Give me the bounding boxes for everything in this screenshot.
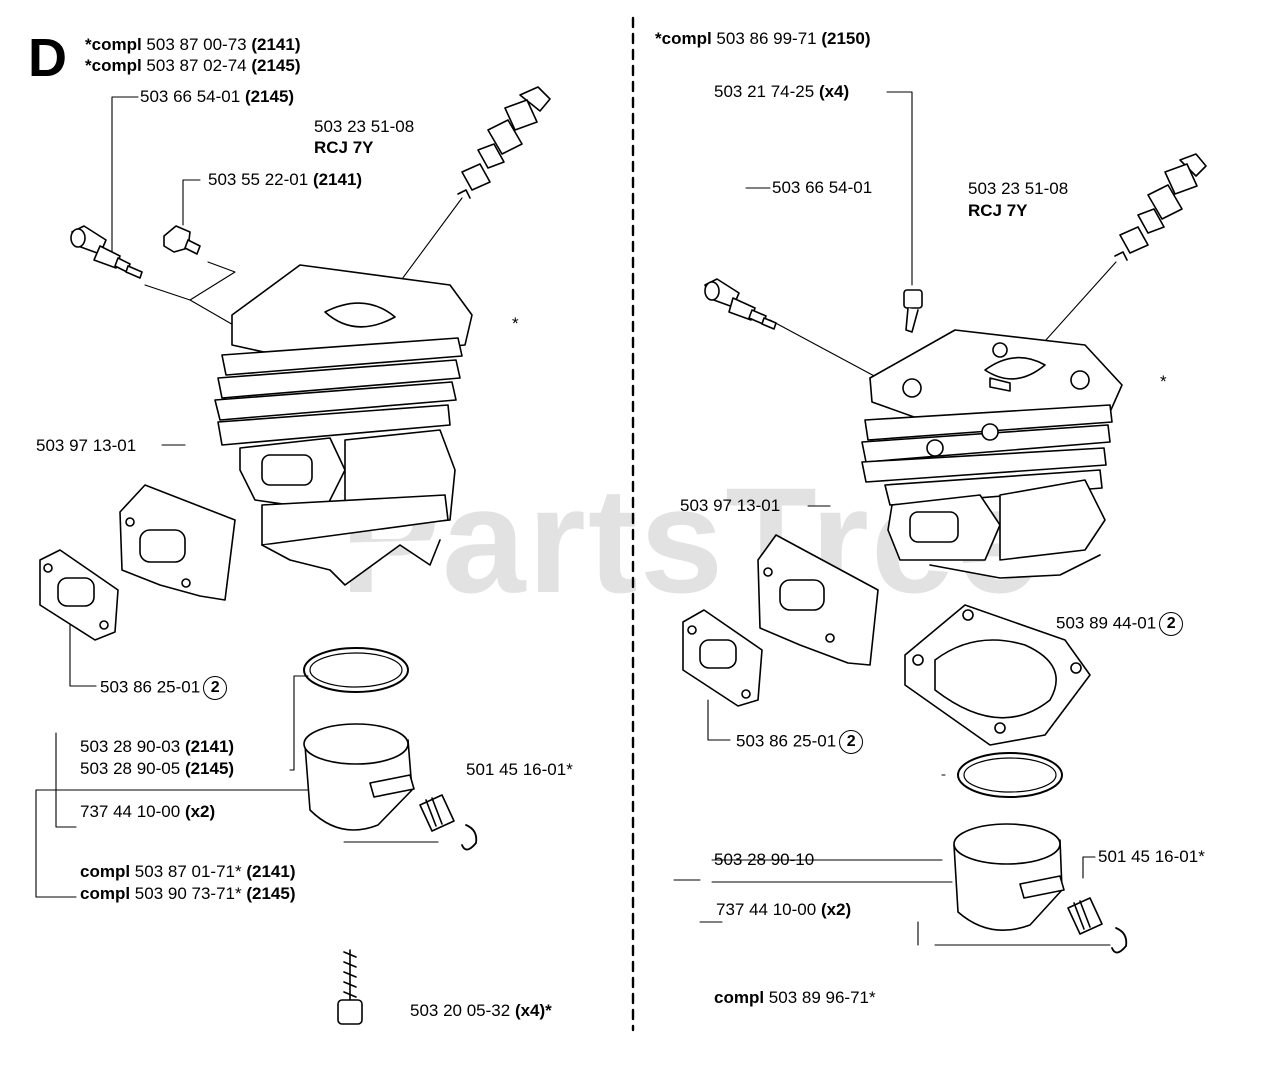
decomp-valve-left — [70, 225, 143, 279]
exhaust-gasket-right — [757, 534, 879, 666]
right-leader-lines — [673, 91, 1117, 946]
small-gasket-left — [39, 549, 119, 641]
right-kit-label: compl 503 89 96-71* — [714, 988, 876, 1007]
right-spark-plug-label: 503 23 51-08 — [968, 179, 1069, 198]
left-piston-label-2: 503 28 90-05 (2145) — [80, 759, 235, 778]
circlip-left — [461, 824, 478, 851]
left-gasket-qty-badge: 2 — [203, 676, 228, 700]
right-spark-plug-type: RCJ 7Y — [968, 201, 1028, 220]
bearing-left — [419, 794, 455, 832]
left-screw-label: 503 20 05-32 (x4)* — [410, 1001, 552, 1020]
right-decomp-valve-label: 503 66 54-01 — [772, 178, 873, 197]
piston-ring-right — [957, 752, 1063, 798]
left-decomp-valve-label: 503 66 54-01 (2145) — [140, 87, 295, 106]
right-base-gasket-qty-badge: 2 — [1159, 612, 1184, 636]
left-plug-nut-label: 503 55 22-01 (2141) — [208, 170, 363, 189]
left-kit-label-1: compl 503 87 01-71* (2141) — [80, 862, 296, 881]
piston-left — [303, 723, 415, 831]
small-gasket-right — [682, 609, 763, 707]
spark-plug-left — [457, 86, 551, 199]
cylinder-right — [861, 329, 1123, 579]
right-piston-label: 503 28 90-10 — [714, 850, 815, 869]
right-cylinder-label: 503 97 13-01 — [680, 496, 781, 515]
right-circlip-label: 737 44 10-00 (x2) — [716, 900, 852, 919]
left-header-line-1: *compl 503 87 00-73 (2141) — [85, 35, 301, 54]
cylinder-left — [214, 264, 473, 586]
right-header: *compl 503 86 99-71 (2150) — [655, 29, 871, 48]
left-piston-label-1: 503 28 90-03 (2141) — [80, 737, 235, 756]
left-cylinder-label: 503 97 13-01 — [36, 436, 137, 455]
bearing-right — [1067, 897, 1103, 935]
left-asterisk: * — [512, 314, 519, 333]
plug-nut-left — [163, 225, 201, 255]
left-spark-plug-label: 503 23 51-08 — [314, 117, 415, 136]
piston-ring-left — [303, 647, 409, 693]
bolt-right — [903, 289, 923, 333]
spark-plug-right — [1114, 153, 1207, 261]
exhaust-gasket-left — [119, 484, 236, 601]
right-gasket-qty-badge: 2 — [839, 730, 864, 754]
left-bearing-label: 501 45 16-01* — [466, 760, 573, 779]
screw-left — [337, 949, 363, 1025]
base-gasket-right — [904, 604, 1091, 746]
piston-right — [953, 823, 1065, 931]
section-letter: D — [28, 28, 67, 88]
right-asterisk: * — [1160, 372, 1167, 391]
decomp-valve-right — [704, 278, 777, 330]
right-bearing-label: 501 45 16-01* — [1098, 847, 1205, 866]
left-circlip-label: 737 44 10-00 (x2) — [80, 802, 216, 821]
left-spark-plug-type: RCJ 7Y — [314, 138, 374, 157]
left-header-line-2: *compl 503 87 02-74 (2145) — [85, 56, 301, 75]
circlip-right — [1111, 927, 1128, 954]
right-bolt-label: 503 21 74-25 (x4) — [714, 82, 850, 101]
left-kit-label-2: compl 503 90 73-71* (2145) — [80, 884, 296, 903]
